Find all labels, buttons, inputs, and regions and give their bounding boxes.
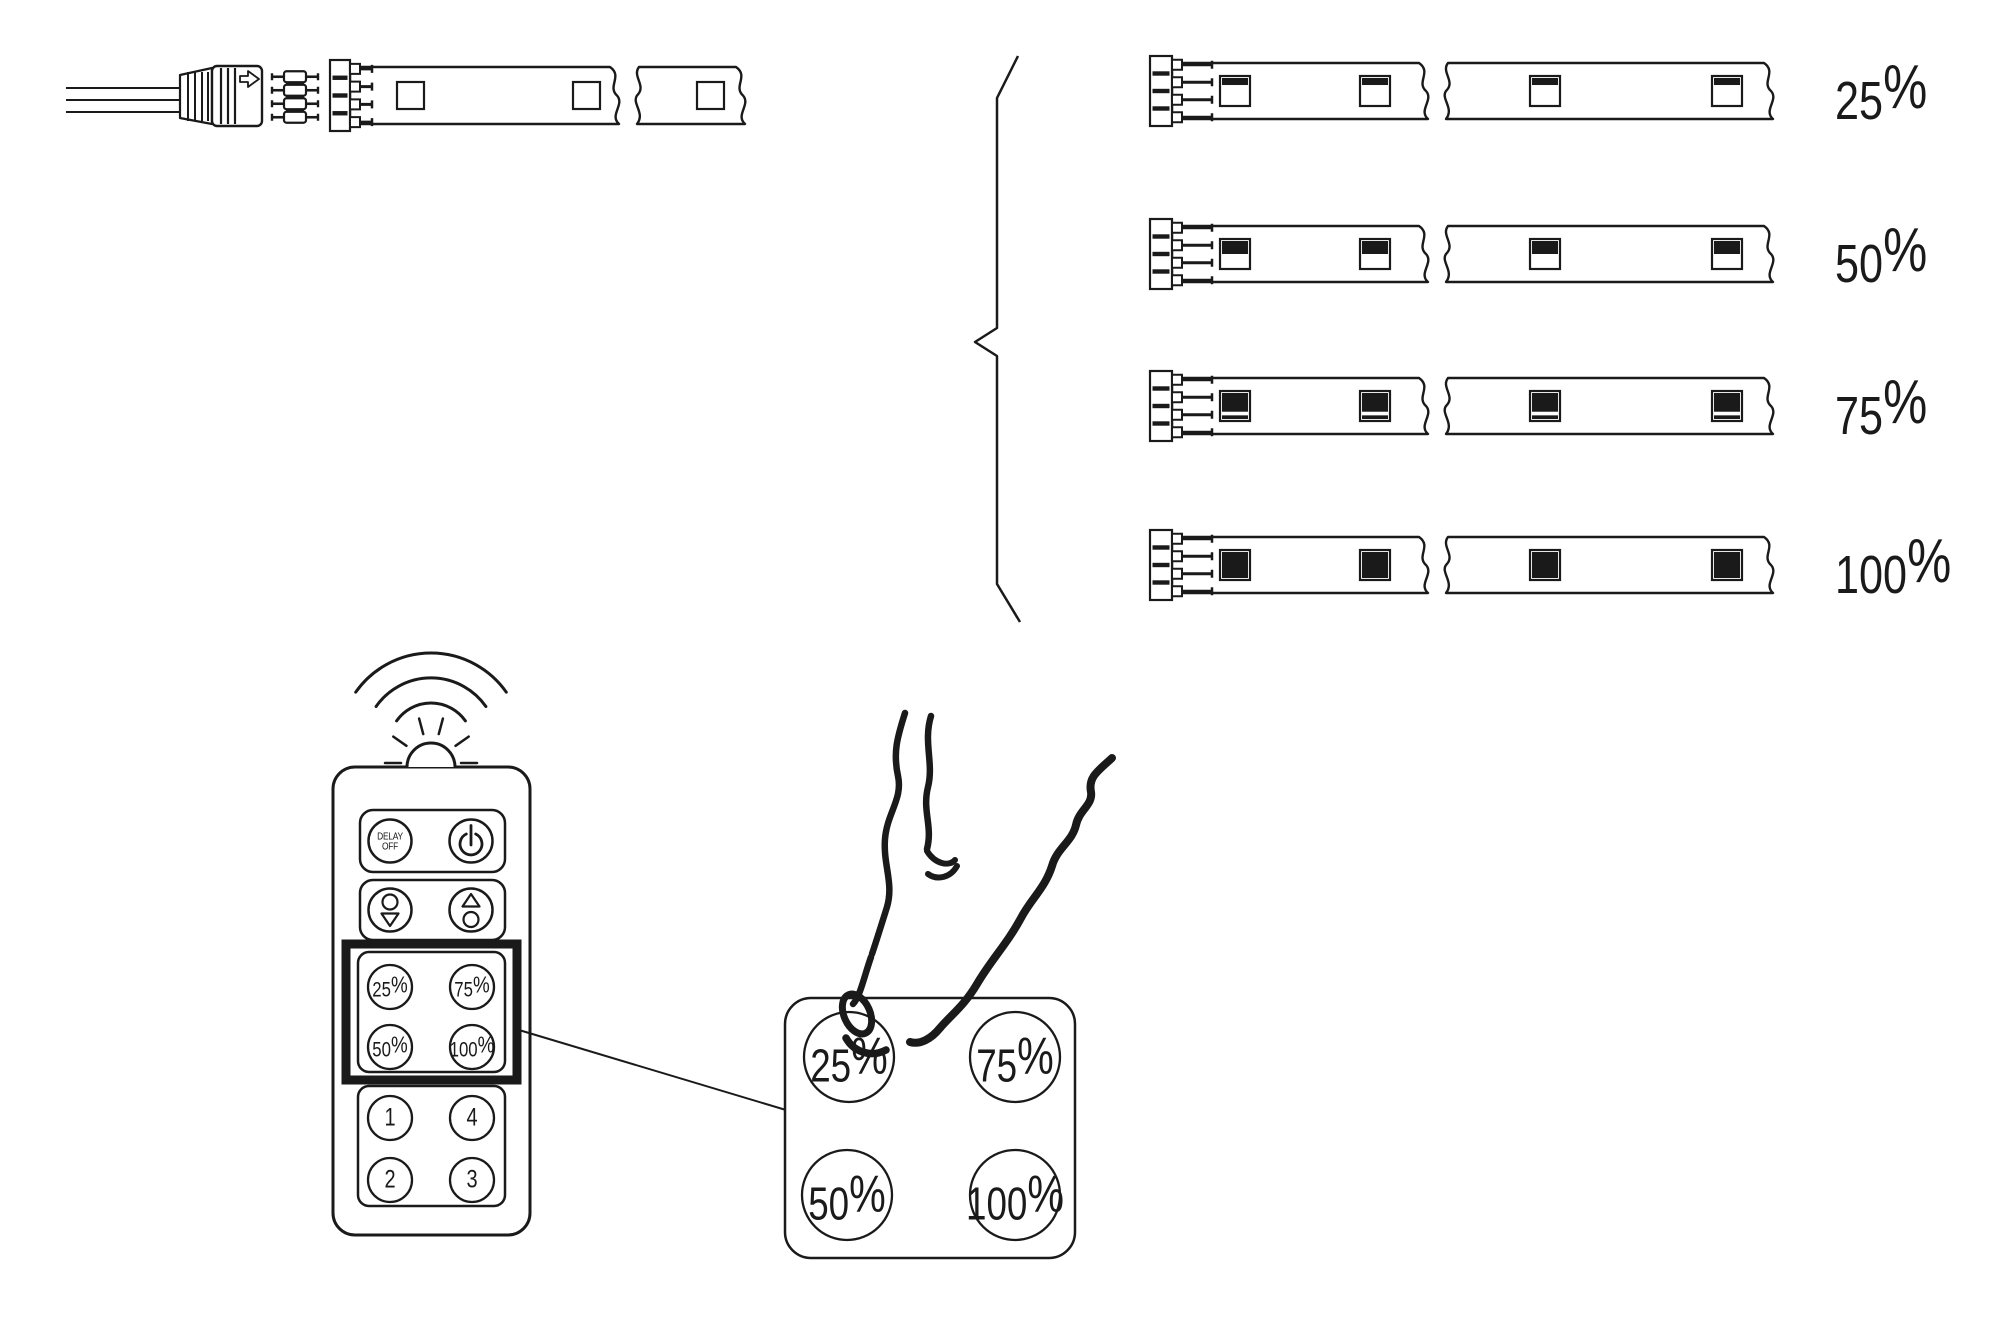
brightness-label-75pct: 75%	[1835, 367, 1928, 447]
remote-delay-off-label[interactable]: DELAY OFF	[377, 830, 403, 852]
pin	[1171, 585, 1183, 598]
strip-segment	[1443, 535, 1775, 595]
brightness-label-50pct: 50%	[1835, 215, 1928, 295]
brightness-label-100pct: 100%	[1835, 526, 1952, 606]
zoom-button-100pct-label[interactable]: 100%	[965, 1164, 1065, 1230]
led-indicator-icon	[383, 717, 479, 768]
pin	[1171, 76, 1183, 89]
zoom-button-75pct[interactable]	[968, 1010, 1062, 1104]
remote-button-4[interactable]	[448, 1094, 496, 1142]
pin	[1171, 221, 1183, 234]
brightness-strip-100	[1148, 528, 1775, 602]
remote-button-1[interactable]	[366, 1094, 414, 1142]
zoom-button-50pct-label[interactable]: 50%	[808, 1164, 886, 1230]
remote-button-25pct[interactable]	[366, 963, 414, 1011]
remote-button-3-label[interactable]: 3	[466, 1165, 478, 1194]
remote-control	[331, 765, 532, 1237]
four-pin-header	[270, 70, 320, 124]
remote-button-2-label[interactable]: 2	[384, 1165, 396, 1194]
led-strip	[328, 58, 747, 133]
power-connector-assembly	[66, 64, 264, 128]
percent-sign: %	[1027, 1164, 1065, 1223]
remote-button-50pct-label[interactable]: 50%	[372, 1031, 408, 1062]
brace	[973, 55, 1022, 623]
brightness-label-25pct: 25%	[1835, 52, 1928, 132]
strip-segment	[1443, 376, 1775, 436]
percent-sign: %	[390, 971, 408, 998]
pin	[1171, 274, 1183, 287]
pin	[1171, 58, 1183, 71]
zoom-button-25pct-label[interactable]: 25%	[810, 1026, 888, 1092]
delay-off-button[interactable]	[367, 818, 413, 864]
remote-button-2[interactable]	[366, 1156, 414, 1204]
brighten-up-icon	[461, 892, 481, 929]
header-pin-block	[282, 83, 308, 97]
hand-pressing-button	[838, 709, 1116, 1058]
led-chip	[571, 80, 602, 111]
pin	[1171, 408, 1183, 421]
remote-button-100pct-label[interactable]: 100%	[449, 1031, 495, 1062]
percent-sign: %	[390, 1031, 408, 1058]
power-icon	[458, 824, 484, 857]
strip-segment	[1443, 61, 1775, 121]
led-chip	[695, 80, 726, 111]
pin	[1171, 550, 1183, 563]
remote-button-4-label[interactable]: 4	[466, 1103, 478, 1132]
pin	[349, 62, 361, 75]
brightness-strip-75	[1148, 369, 1775, 443]
pin	[1171, 256, 1183, 269]
header-pin-block	[282, 70, 308, 84]
percent-sign: %	[1883, 367, 1928, 437]
dim-down-icon	[380, 893, 400, 928]
header-pin-block	[282, 110, 308, 124]
header-pin-block	[282, 97, 308, 111]
pin	[1171, 373, 1183, 386]
strip-segment	[634, 65, 747, 126]
percent-sign: %	[1883, 52, 1928, 122]
pin	[1171, 567, 1183, 580]
pin	[349, 116, 361, 129]
pin	[1171, 93, 1183, 106]
pin	[1171, 391, 1183, 404]
zoom-button-75pct-label[interactable]: 75%	[976, 1026, 1054, 1092]
pin	[1171, 239, 1183, 252]
brighten-up-button[interactable]	[448, 887, 494, 933]
percent-sign: %	[1907, 526, 1952, 596]
pin	[1171, 532, 1183, 545]
remote-button-75pct[interactable]	[448, 963, 496, 1011]
pin	[349, 80, 361, 93]
remote-button-100pct[interactable]	[448, 1023, 496, 1071]
zoom-button-25pct[interactable]	[802, 1010, 896, 1104]
brightness-strip-50	[1148, 217, 1775, 291]
zoom-button-50pct[interactable]	[800, 1148, 894, 1242]
pin	[1171, 111, 1183, 124]
percent-sign: %	[851, 1026, 888, 1085]
pin	[349, 98, 361, 111]
led-chip	[395, 80, 426, 111]
fingernail	[838, 990, 876, 1038]
zoom-button-100pct[interactable]	[968, 1148, 1062, 1242]
wifi-signal-icon	[354, 651, 508, 723]
remote-button-3[interactable]	[448, 1156, 496, 1204]
percent-sign: %	[477, 1031, 495, 1058]
direction-arrow-icon	[239, 70, 260, 88]
remote-button-1-label[interactable]: 1	[384, 1103, 396, 1132]
zoomed-preset-panel	[783, 996, 1077, 1260]
percent-sign: %	[1883, 215, 1928, 285]
percent-sign: %	[1017, 1026, 1054, 1085]
callout-line	[518, 1029, 787, 1111]
preset-panel-highlight	[341, 939, 522, 1085]
remote-button-75pct-label[interactable]: 75%	[454, 971, 490, 1002]
remote-button-50pct[interactable]	[366, 1023, 414, 1071]
percent-sign: %	[472, 971, 490, 998]
strip-segment	[1443, 224, 1775, 284]
remote-button-25pct-label[interactable]: 25%	[372, 971, 408, 1002]
percent-sign: %	[849, 1164, 886, 1223]
brightness-strip-25	[1148, 54, 1775, 128]
pin	[1171, 426, 1183, 439]
